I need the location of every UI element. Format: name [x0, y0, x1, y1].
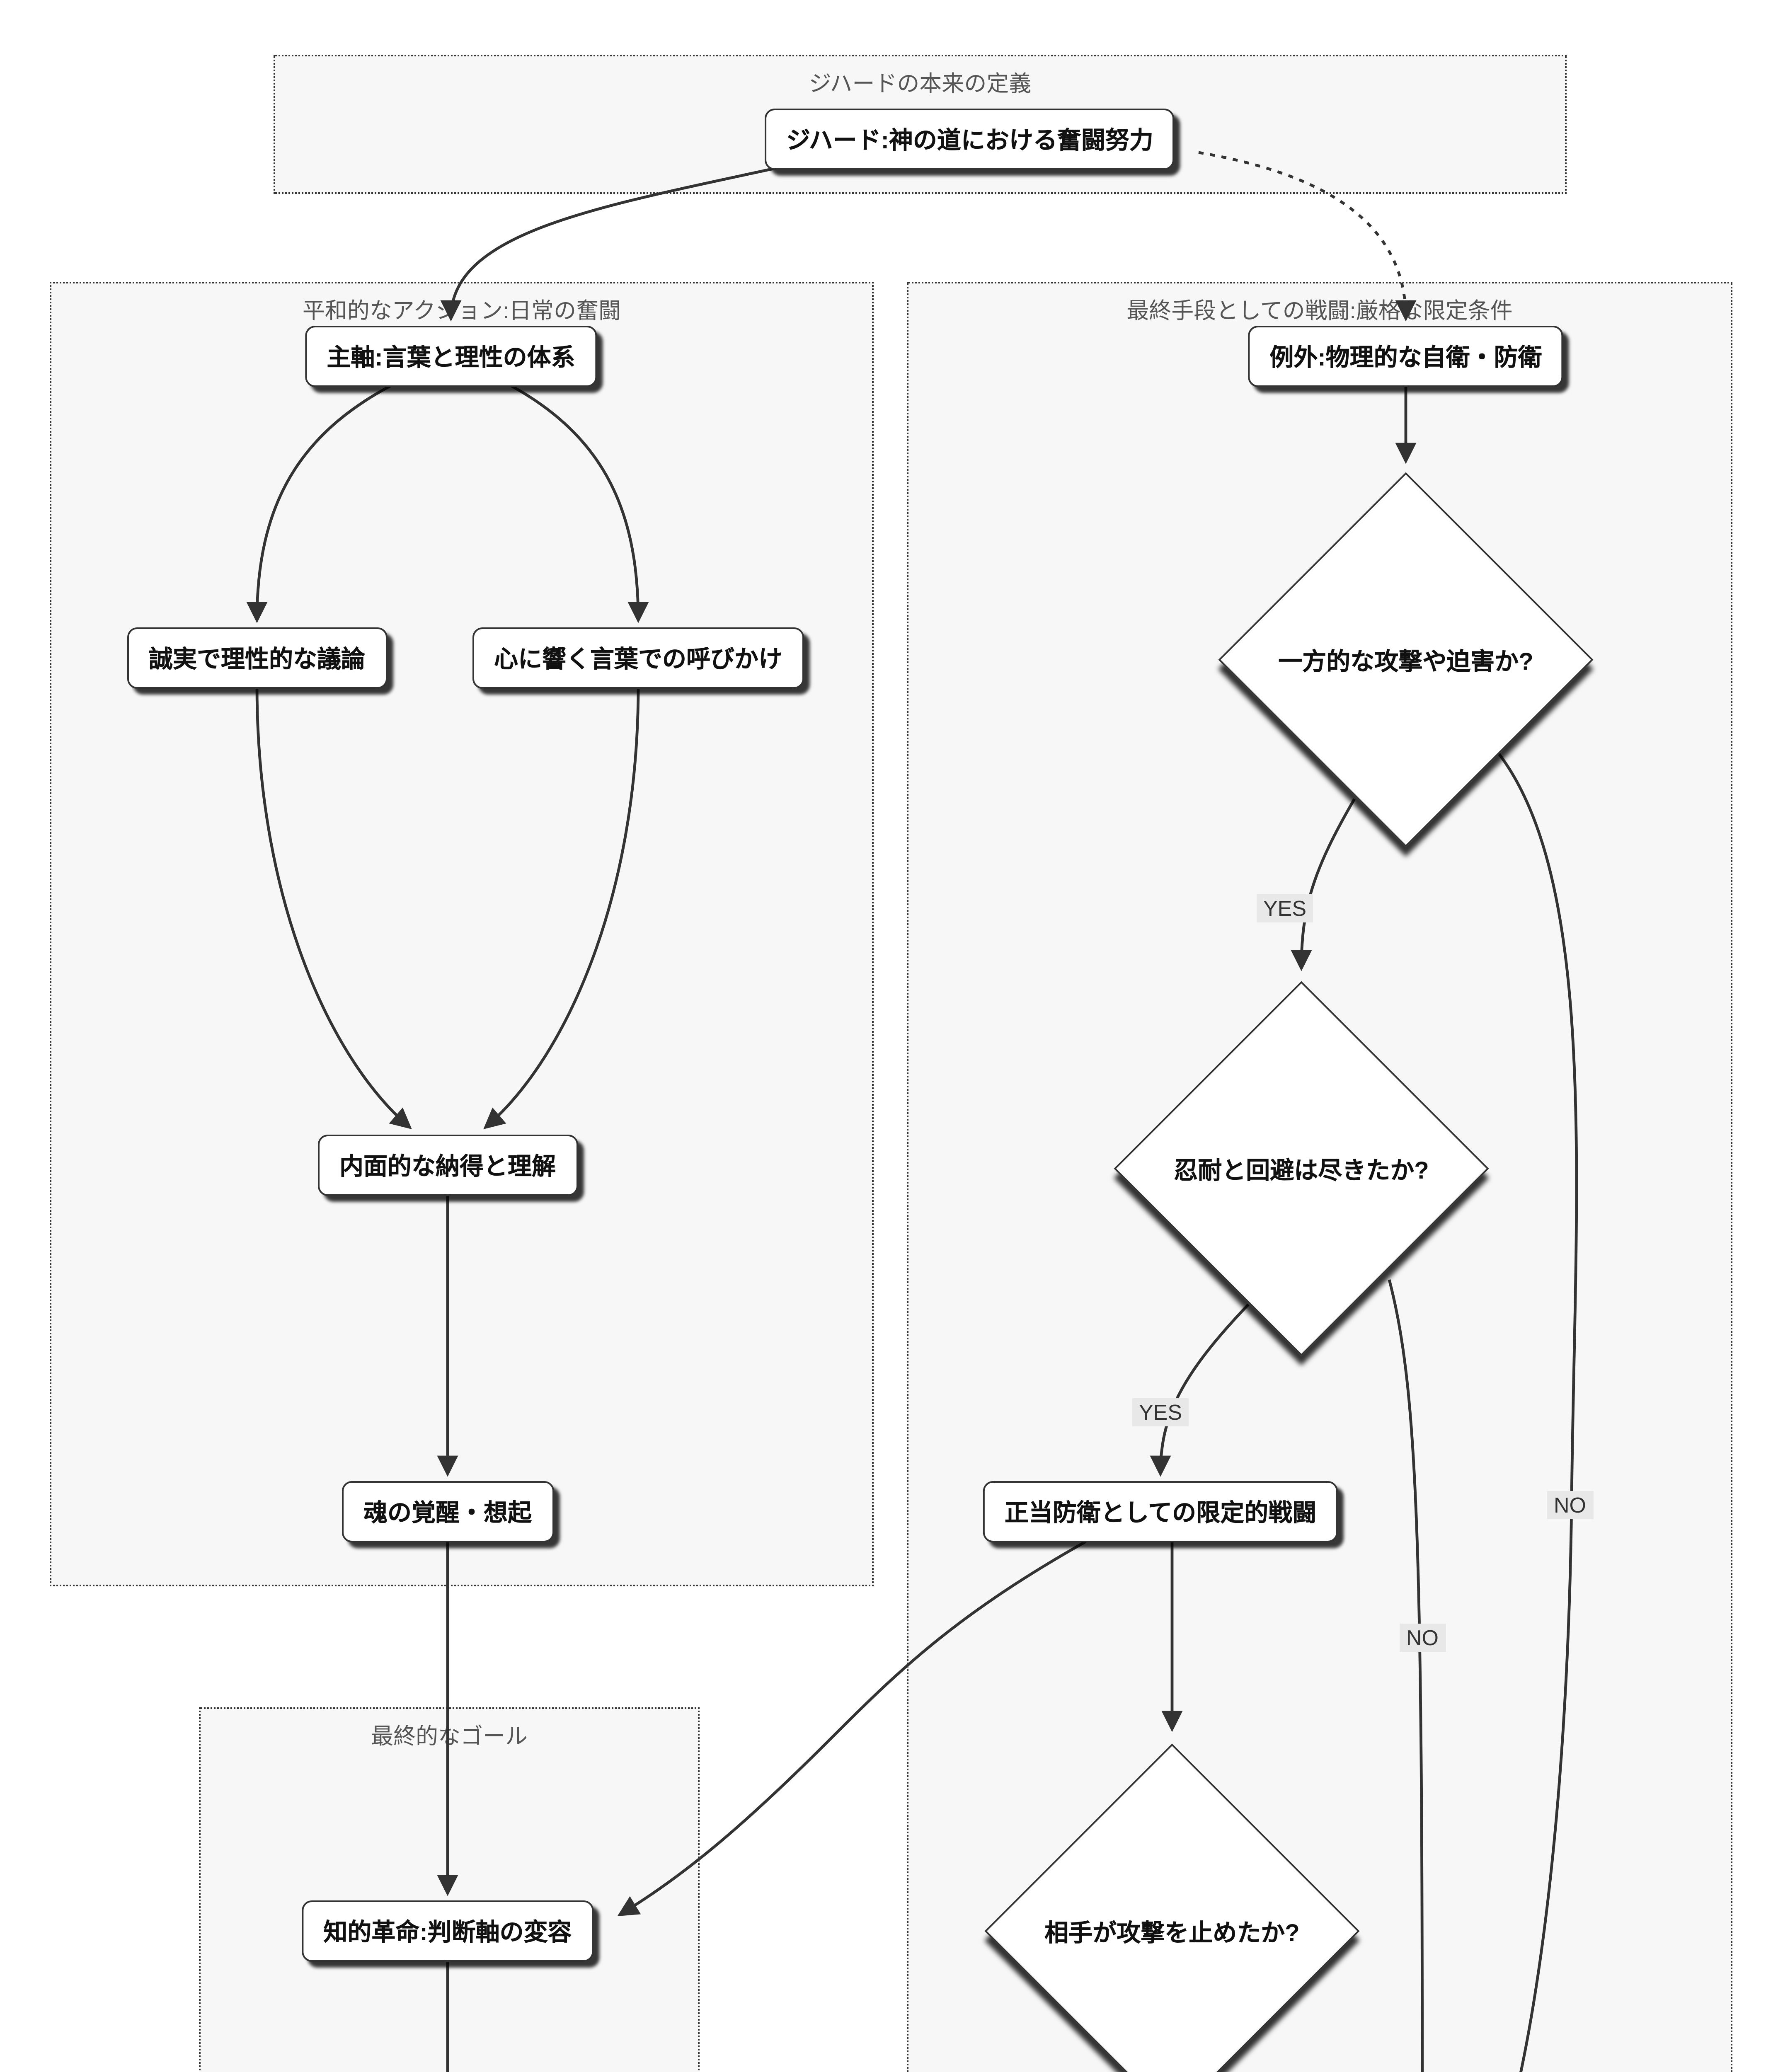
- decision-patience-exhausted-label: 忍耐と回避は尽きたか?: [1174, 1158, 1429, 1184]
- decision-unilateral-attack-label: 一方的な攻撃や迫害か?: [1278, 649, 1533, 675]
- decision-attack-stopped: 相手が攻撃を止めたか?: [981, 1740, 1363, 2072]
- node-core-words-reason: 主軸:言葉と理性の体系: [305, 326, 597, 387]
- node-sincere-debate: 誠実で理性的な議論: [127, 627, 387, 689]
- edge-qattack-peace-no: [1494, 748, 1578, 2072]
- edge-jihad-exception-dotted: [1198, 151, 1417, 322]
- edge-debate-understanding: [255, 686, 412, 1129]
- decision-attack-stopped-label: 相手が攻撃を止めたか?: [1044, 1920, 1300, 1947]
- edge-appeal-understanding: [483, 686, 640, 1129]
- node-jihad-definition: ジハード:神の道における奮闘努力: [765, 109, 1175, 170]
- cluster-combat-title: 最終手段としての戦闘:厳格な限定条件: [1126, 298, 1513, 323]
- edge-core-appeal: [508, 383, 649, 623]
- node-limited-combat: 正当防衛としての限定的戦闘: [983, 1481, 1338, 1542]
- cluster-peaceful: 平和的なアクション:日常の奮闘: [50, 282, 874, 1586]
- edge-label-yes-2: YES: [1132, 1398, 1189, 1426]
- node-intellectual-revolution: 知的革命:判断軸の変容: [302, 1900, 593, 1962]
- cluster-goal-title: 最終的なゴール: [371, 1724, 528, 1749]
- cluster-definition-title: ジハードの本来の定義: [809, 71, 1032, 96]
- edge-jihad-core: [440, 166, 780, 322]
- edge-qattack-qpatience-yes: [1291, 798, 1356, 971]
- edge-defense-revolution: [617, 1540, 1087, 1916]
- edge-label-no-1: NO: [1547, 1491, 1593, 1519]
- edge-core-debate: [246, 383, 394, 623]
- edge-qpatience-defense-yes: [1150, 1303, 1250, 1477]
- decision-unilateral-attack: 一方的な攻撃や迫害か?: [1215, 469, 1596, 850]
- cluster-peaceful-title: 平和的なアクション:日常の奮闘: [302, 298, 621, 323]
- node-heartfelt-appeal: 心に響く言葉での呼びかけ: [472, 627, 804, 689]
- edge-qpatience-peace-no: [1388, 1279, 1424, 2072]
- edge-label-yes-1: YES: [1256, 894, 1313, 922]
- decision-patience-exhausted: 忍耐と回避は尽きたか?: [1111, 978, 1492, 1359]
- node-soul-awakening: 魂の覚醒・想起: [342, 1481, 553, 1542]
- node-inner-understanding: 内面的な納得と理解: [318, 1135, 577, 1196]
- edge-label-no-2: NO: [1400, 1624, 1445, 1652]
- node-exception-self-defense: 例外:物理的な自衛・防衛: [1248, 326, 1564, 387]
